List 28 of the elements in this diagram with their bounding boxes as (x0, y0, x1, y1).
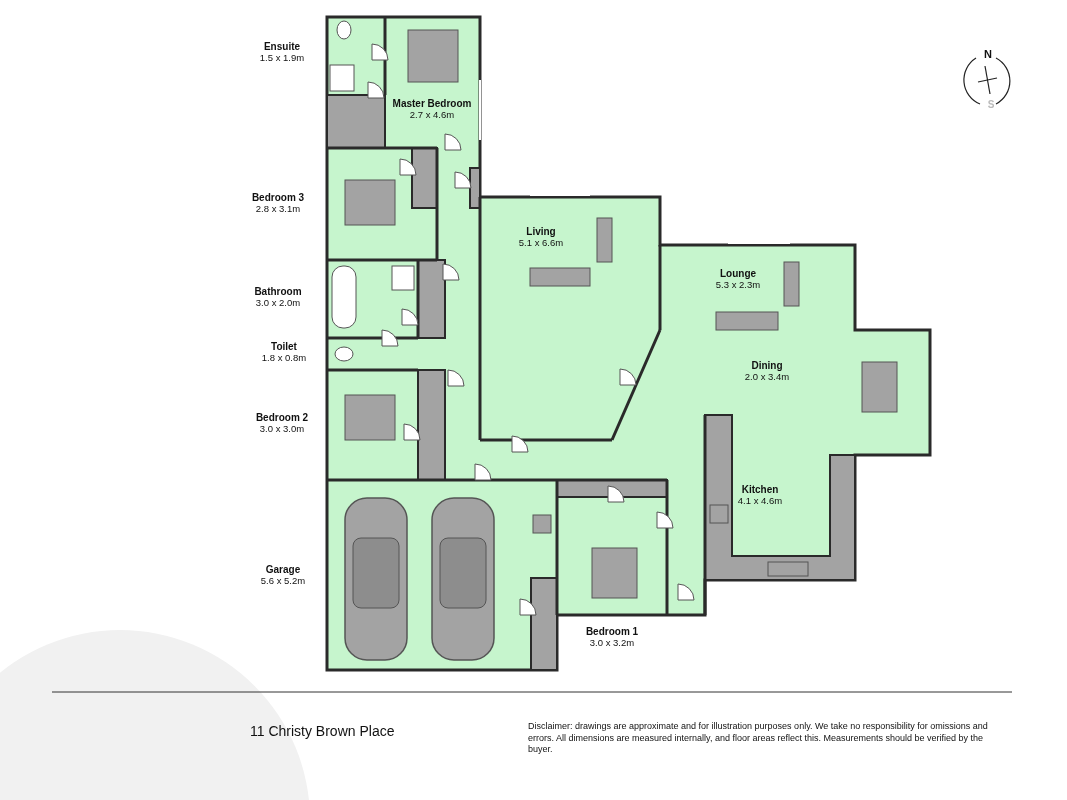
room-name: Master Bedroom (392, 98, 472, 109)
room-name: Living (526, 226, 556, 237)
room-name: Bedroom 2 (255, 412, 309, 423)
room-dimensions: 2.8 x 3.1m (255, 204, 301, 215)
room-dimensions: 5.3 x 2.3m (715, 280, 761, 291)
room-name: Ensuite (263, 41, 301, 52)
south-label: S (987, 99, 995, 110)
address-text: 11 Christy Brown Place (250, 724, 395, 740)
room-name: Bathroom (254, 286, 302, 297)
room-dimensions: 4.1 x 4.6m (737, 496, 783, 507)
room-name: Toilet (271, 341, 297, 352)
room-dimensions: 5.6 x 5.2m (260, 576, 306, 587)
disclaimer-text: Disclaimer: drawings are approximate and for illustration purposes only. We take no responsibility for omissions and errors. All dimensions are measured internally, and floor areas reflect this. Measurements should be verified by the buyer. (528, 721, 989, 757)
room-name: Garage (265, 564, 301, 575)
room-name: Bedroom 1 (585, 626, 639, 637)
room-name: Lounge (719, 268, 757, 279)
room-name: Bedroom 3 (251, 192, 305, 203)
room-dimensions: 1.5 x 1.9m (259, 53, 305, 64)
room-name: Kitchen (741, 484, 779, 495)
north-label: N (984, 48, 992, 61)
room-dimensions: 1.8 x 0.8m (261, 353, 307, 364)
room-name: Dining (751, 360, 783, 371)
room-dimensions: 3.0 x 3.2m (589, 638, 635, 649)
room-dimensions: 3.0 x 3.0m (259, 424, 305, 435)
room-dimensions: 3.0 x 2.0m (255, 298, 301, 309)
room-dimensions: 2.7 x 4.6m (409, 110, 455, 121)
room-dimensions: 5.1 x 6.6m (518, 238, 564, 249)
room-dimensions: 2.0 x 3.4m (744, 372, 790, 383)
